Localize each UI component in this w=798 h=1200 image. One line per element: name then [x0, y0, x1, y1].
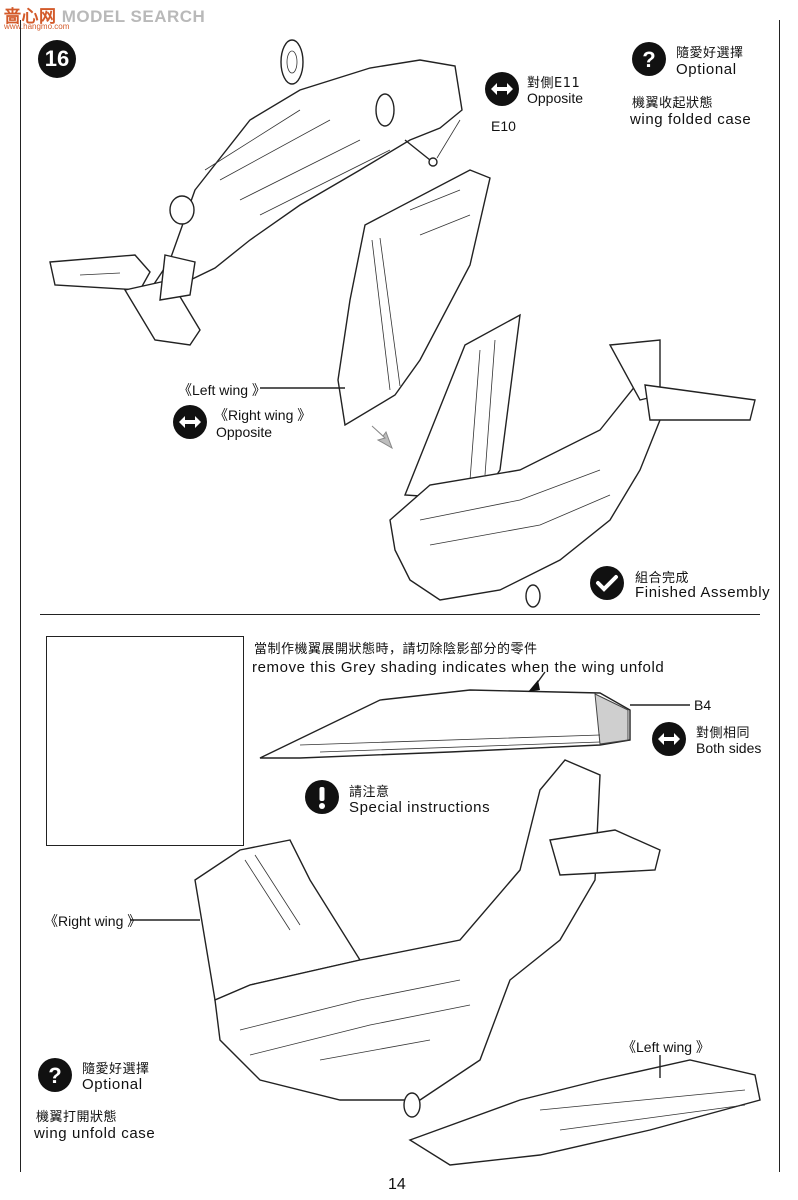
optional-top-cn: 隨愛好選擇 [676, 46, 744, 61]
svg-text:?: ? [642, 47, 655, 72]
optional-top-en: Optional [676, 61, 737, 78]
question-mark-icon: ? [38, 1058, 72, 1092]
inset-detail-box [46, 636, 244, 846]
page-number: 14 [388, 1176, 406, 1193]
exclamation-icon [305, 780, 339, 814]
step-number-badge: 16 [38, 40, 76, 78]
wing-part-b4-drawing [259, 671, 690, 759]
both-sides-en: Both sides [696, 740, 762, 756]
right-wing-top-label: 《Right wing 》 [214, 407, 312, 423]
special-cn: 請注意 [349, 785, 390, 800]
finished-cn: 組合完成 [635, 571, 690, 586]
both-sides-cn: 對側相同 [696, 726, 751, 741]
double-arrow-icon [173, 405, 207, 439]
folded-wing-drawing [260, 169, 491, 427]
folded-case-cn: 機翼收起狀態 [632, 96, 714, 111]
grey-note-cn: 當制作機翼展開狀態時，請切除陰影部分的零件 [254, 642, 538, 657]
unfold-case-en: wing unfold case [34, 1125, 156, 1142]
opposite-e11-cn: 對側E11 [527, 76, 581, 91]
double-arrow-icon [485, 72, 519, 106]
unfold-assembly-drawing [130, 759, 761, 1166]
watermark-en: MODEL SEARCH [61, 7, 206, 26]
right-wing-top-opposite: Opposite [216, 424, 273, 440]
optional-bottom-cn: 隨愛好選擇 [82, 1062, 150, 1077]
part-e10-label: E10 [491, 118, 516, 134]
opposite-e11-en: Opposite [527, 90, 584, 106]
unfold-case-cn: 機翼打開狀態 [36, 1110, 118, 1125]
double-arrow-icon [652, 722, 686, 756]
special-en: Special instructions [349, 799, 491, 816]
grey-note-en: remove this Grey shading indicates when … [252, 659, 665, 676]
watermark-cn: 啬心网 [4, 7, 57, 27]
fuselage-top-drawing [49, 39, 463, 346]
folded-case-en: wing folded case [630, 111, 752, 128]
optional-bottom-en: Optional [82, 1076, 143, 1093]
watermark-url: www.hangmo.com [4, 22, 70, 31]
left-wing-top-label: 《Left wing 》 [178, 382, 266, 398]
finished-en: Finished Assembly [635, 584, 771, 601]
page-frame [20, 20, 780, 1172]
svg-text:?: ? [48, 1063, 61, 1088]
finished-assembly-drawing [389, 313, 756, 608]
section-divider [40, 614, 760, 615]
question-mark-icon: ? [632, 42, 666, 76]
direction-arrow [371, 425, 393, 450]
right-wing-bottom-label: 《Right wing 》 [44, 913, 142, 929]
left-wing-bottom-label: 《Left wing 》 [622, 1039, 710, 1055]
watermark: 啬心网 MODEL SEARCH [4, 2, 205, 27]
part-b4-label: B4 [694, 697, 712, 713]
checkmark-icon [590, 566, 624, 600]
